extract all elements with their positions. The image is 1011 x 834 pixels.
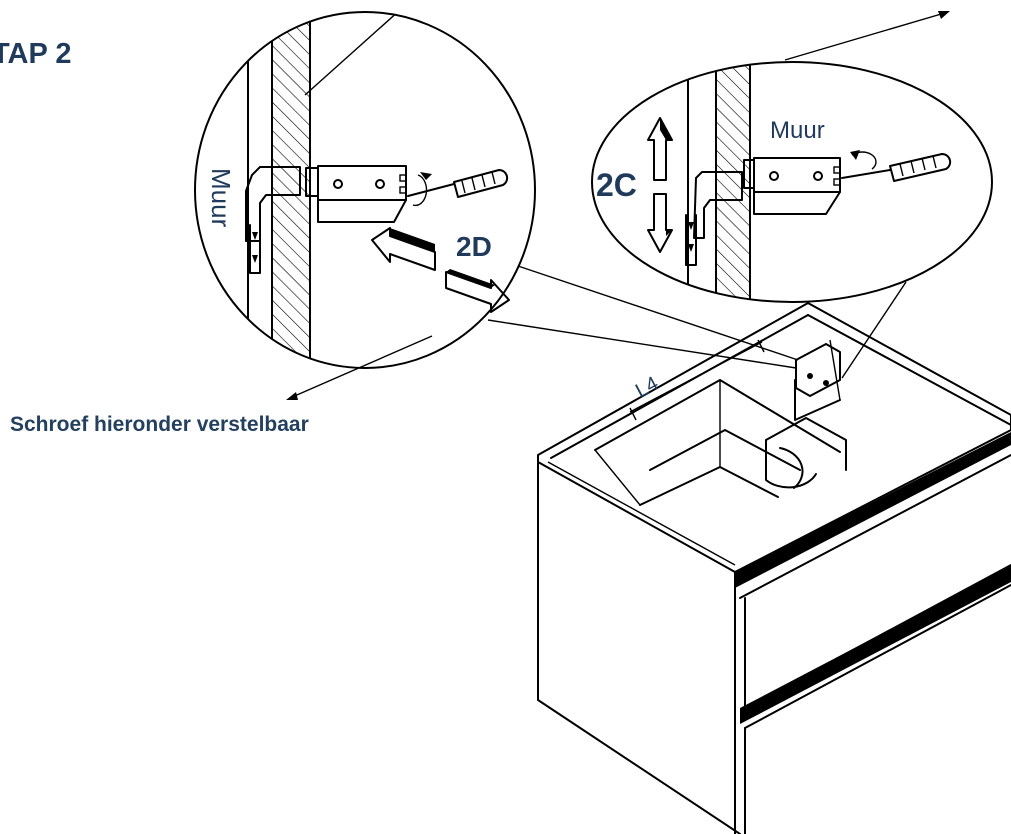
right-detail-circle: Muur 2C: [591, 61, 993, 303]
screw-adjustment-note: Schroef hieronder verstelbaar: [10, 413, 309, 436]
vanity-cabinet: L4: [537, 302, 1011, 834]
detail-leader-lines: [487, 265, 907, 379]
step-title: TAP 2: [0, 38, 72, 70]
pointer-arrows: [286, 11, 950, 400]
right-callout: 2C: [596, 167, 637, 203]
right-wall-label: Muur: [770, 117, 825, 144]
left-callout: 2D: [456, 231, 492, 262]
left-detail-circle: Muur 2D: [194, 11, 536, 369]
left-wall-label: Muur: [206, 168, 236, 228]
